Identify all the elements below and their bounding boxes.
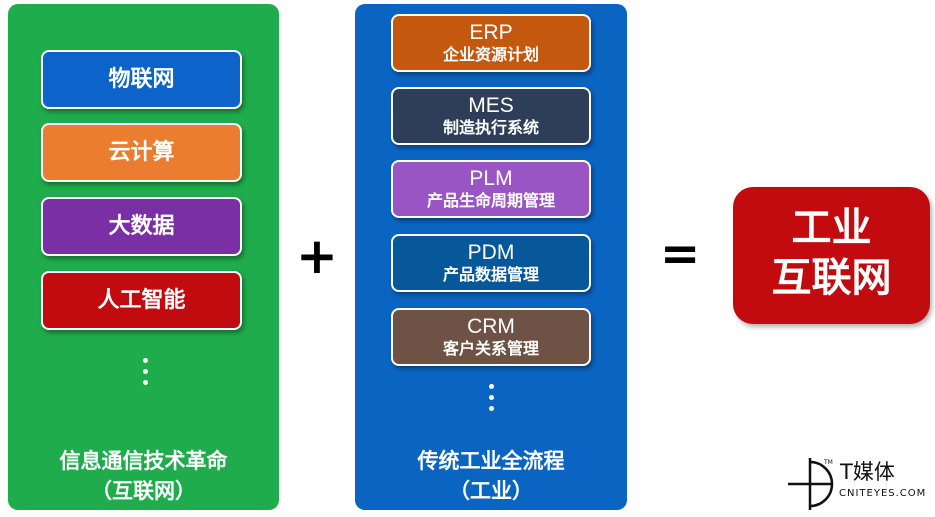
logo-name: T媒体 (840, 460, 895, 484)
left-caption-title: 信息通信技术革命 (59, 449, 228, 473)
plm-tile: PLM 产品生命周期管理 (391, 160, 591, 218)
pdm-abbr: PDM (467, 241, 515, 264)
crm-abbr: CRM (467, 315, 515, 338)
erp-abbr: ERP (469, 21, 513, 44)
result-line2: 互联网 (771, 255, 892, 301)
ai-tile: 人工智能 (41, 271, 242, 330)
tmedia-logo-mark-icon: TM (788, 458, 834, 510)
middle-caption-subtitle: （工业） (449, 479, 533, 503)
industrial-internet-result: 工业 互联网 (733, 187, 930, 324)
cloud-computing-tile: 云计算 (41, 123, 242, 182)
equals-operator: = (660, 226, 701, 282)
erp-tile: ERP 企业资源计划 (391, 14, 591, 72)
logo-url: CNITEYES.COM (839, 488, 927, 499)
mes-tile: MES 制造执行系统 (391, 87, 591, 145)
mes-name: 制造执行系统 (442, 118, 539, 137)
more-items-ellipsis-icon (141, 358, 149, 391)
ict-revolution-panel: 物联网 云计算 大数据 人工智能 信息通信技术革命 （互联网） (8, 4, 279, 510)
pdm-tile: PDM 产品数据管理 (391, 234, 591, 292)
middle-caption-title: 传统工业全流程 (417, 449, 565, 473)
crm-tile: CRM 客户关系管理 (391, 308, 591, 366)
pdm-name: 产品数据管理 (442, 265, 539, 284)
big-data-tile: 大数据 (41, 197, 242, 256)
result-line1: 工业 (791, 205, 872, 251)
plm-abbr: PLM (469, 167, 513, 190)
left-caption-subtitle: （互联网） (91, 479, 196, 503)
erp-name: 企业资源计划 (442, 45, 539, 64)
plm-name: 产品生命周期管理 (426, 191, 555, 210)
more-systems-ellipsis-icon (487, 384, 495, 417)
crm-name: 客户关系管理 (442, 339, 539, 358)
tmedia-logo: TM T媒体 CNITEYES.COM (788, 456, 933, 512)
plus-operator: + (296, 227, 338, 285)
iot-tile: 物联网 (41, 50, 242, 109)
trademark-mark: TM (823, 459, 833, 466)
mes-abbr: MES (468, 94, 514, 117)
traditional-industry-panel: ERP 企业资源计划 MES 制造执行系统 PLM 产品生命周期管理 PDM 产… (355, 4, 627, 510)
